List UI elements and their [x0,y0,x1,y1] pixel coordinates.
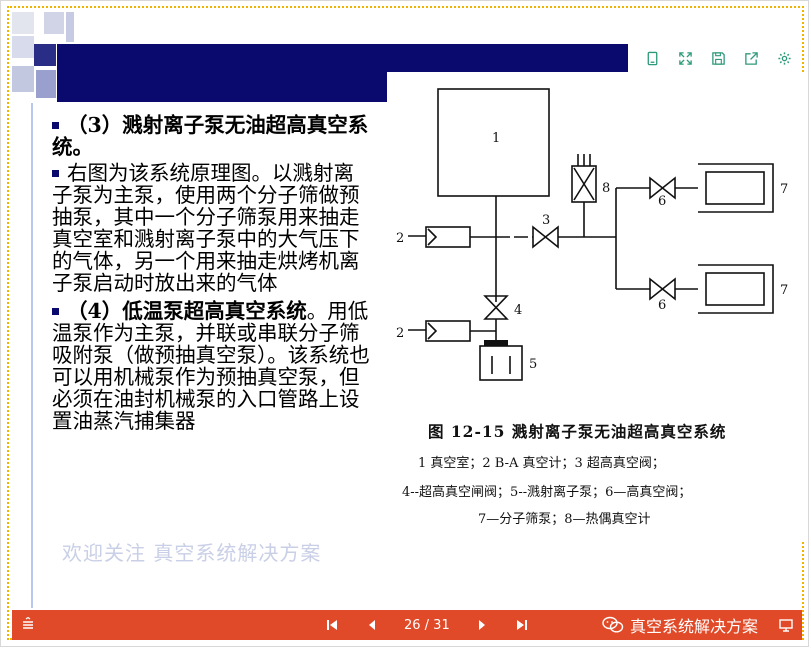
section-4-heading: （4）低温泵超高真空系统 [67,299,307,323]
label-7a: 7 [780,182,788,197]
section-3-heading: （3）溅射离子泵无油超高真空系统。 [52,113,369,159]
section-4: （4）低温泵超高真空系统。用低温泵作为主泵，并联或串联分子筛吸附泵（做预抽真空泵… [52,300,374,432]
vacuum-chamber-box [437,88,550,197]
screen-exit-icon [779,619,793,632]
last-page-button[interactable] [513,616,531,634]
label-7b: 7 [780,283,788,298]
menu-icon [23,616,33,629]
watermark: 欢迎关注 真空系统解决方案 [62,541,322,565]
viewer-toolbar [628,44,801,72]
gauge-2a [425,226,471,248]
gauge-2b [425,320,471,342]
title-band-lower [57,72,387,102]
decor-square [66,12,74,42]
valve-6a [649,176,676,200]
label-1: 1 [492,131,500,146]
first-page-button[interactable] [323,616,341,634]
label-5: 5 [529,357,537,372]
bullet-icon [52,308,59,315]
exit-button[interactable] [778,617,794,633]
section-3-text: 右图为该系统原理图。以溅射离子泵为主泵，使用两个分子筛做预抽泵，其中一个分子筛泵… [52,161,360,295]
label-6b: 6 [658,298,666,313]
document-button[interactable] [639,46,665,70]
decor-square [12,36,34,58]
fullscreen-icon [678,51,692,65]
document-icon [647,51,657,65]
footer-bar: 26 / 31 真空系统解决方案 [12,610,802,640]
first-page-icon [327,620,337,630]
decor-square [36,70,56,98]
menu-button[interactable] [20,616,36,633]
slide-text: （3）溅射离子泵无油超高真空系统。 右图为该系统原理图。以溅射离子泵为主泵，使用… [52,114,374,432]
share-button[interactable] [738,46,764,70]
decor-square [12,12,34,34]
decor-square [34,44,56,66]
sieve-pump-7b-outer [698,264,774,314]
save-icon [711,51,725,65]
label-4: 4 [514,303,522,318]
settings-icon [777,51,791,65]
section-3-body: 右图为该系统原理图。以溅射离子泵为主泵，使用两个分子筛做预抽泵，其中一个分子筛泵… [52,162,374,294]
schematic-figure: 1 2 2 3 4 5 6 6 7 7 8 图 12-15 溅射离子泵无油超高真… [388,74,804,540]
brand-watermark: 真空系统解决方案 [602,614,758,636]
label-3: 3 [542,213,550,228]
figure-caption-line2: 4--超高真空闸阀；5--溅射离子泵；6—高真空阀； [402,485,692,500]
prev-page-button[interactable] [363,616,381,634]
wechat-icon [602,616,624,633]
decor-square [44,12,64,34]
ion-pump-5 [479,345,523,381]
decor-line [31,103,33,608]
label-2a: 2 [396,231,404,246]
next-page-button[interactable] [473,616,491,634]
sieve-pump-7a-inner [705,171,765,205]
page-indicator: 26 / 31 [404,617,450,633]
save-button[interactable] [705,46,731,70]
label-2b: 2 [396,326,404,341]
valve-6b [649,277,676,301]
share-icon [744,51,758,65]
sieve-pump-7b-inner [705,272,765,306]
decor-square [12,66,34,92]
valve-3 [532,225,559,249]
figure-caption-line1: 1 真空室；2 B-A 真空计；3 超高真空阀； [418,456,665,471]
fullscreen-button[interactable] [672,46,698,70]
page-navigation: 26 / 31 [312,610,542,640]
figure-caption-title: 图 12-15 溅射离子泵无油超高真空系统 [428,422,727,441]
sieve-pump-7a-outer [698,163,774,213]
figure-caption-line3: 7—分子筛泵；8—热偶真空计 [478,512,651,527]
next-page-icon [478,620,485,630]
section-3: （3）溅射离子泵无油超高真空系统。 [52,114,374,158]
valve-4 [483,295,509,320]
brand-text: 真空系统解决方案 [630,617,759,636]
label-8: 8 [602,181,610,196]
schematic-diagram: 1 2 2 3 4 5 6 6 7 7 8 [396,88,788,381]
bullet-icon [52,170,59,177]
section-4-text: 。用低温泵作为主泵，并联或串联分子筛吸附泵（做预抽真空泵）。该系统也可以用机械泵… [52,299,370,433]
settings-button[interactable] [771,46,797,70]
prev-page-icon [369,620,375,630]
bullet-icon [52,122,59,129]
label-6a: 6 [658,194,666,209]
last-page-icon [516,620,527,630]
